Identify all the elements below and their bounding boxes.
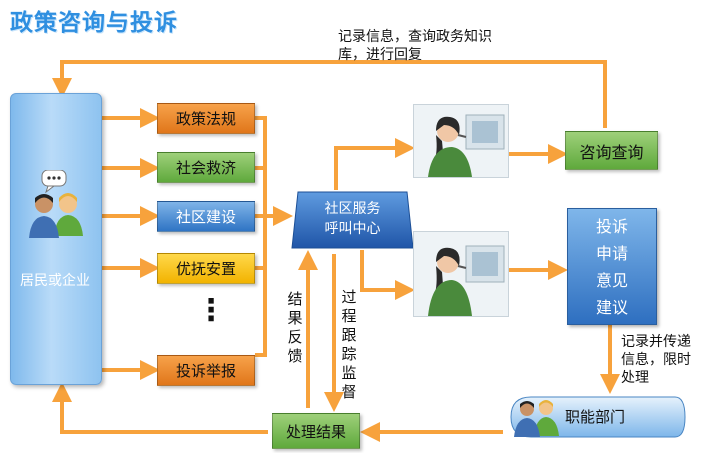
consult-box: 咨询查询: [565, 131, 658, 170]
tracking-char: 跟: [341, 326, 357, 344]
call-center-label: 社区服务 呼叫中心: [290, 199, 415, 239]
merge-bus: [255, 116, 267, 357]
agent-photo-icon: [428, 114, 505, 177]
tracking-char: 程: [341, 307, 357, 325]
page-title: 政策咨询与投诉: [10, 10, 178, 36]
resident-panel: [10, 93, 102, 385]
complaints-line-3: 意见: [595, 270, 628, 290]
agent-photo-bottom: [413, 231, 509, 317]
feedback-char: 结: [287, 290, 303, 308]
tracking-char: 督: [341, 383, 357, 401]
feedback-char: 馈: [287, 347, 303, 365]
complaints-box: 投诉 申请 意见 建议: [567, 208, 657, 325]
forward-note-line-3: 处理: [621, 370, 649, 386]
department-label: 职能部门: [565, 408, 626, 426]
complaints-line-2: 申请: [595, 243, 628, 263]
feedback-label: 结 果 反 馈: [286, 290, 304, 366]
arrow-to-agent-top: [334, 138, 415, 190]
complaints-line-4: 建议: [595, 297, 628, 317]
top-note-line-2: 库，进行回复: [338, 47, 422, 63]
category-policy: 政策法规: [157, 103, 255, 134]
top-note-line-1: 记录信息，查询政务知识: [338, 29, 492, 45]
resident-label: 居民或企业: [20, 273, 90, 289]
agent-photo-icon: [428, 245, 505, 316]
arrow-consult-to-resident: [52, 60, 607, 128]
top-note: 记录信息，查询政务知识 库，进行回复: [338, 28, 492, 64]
agent-photo-top: [413, 104, 509, 178]
call-center-line-1: 社区服务: [324, 201, 381, 217]
forward-note: 记录并传递 信息，限时 处理: [621, 333, 691, 387]
category-relief: 社会救济: [157, 152, 255, 183]
tracking-label: 过 程 跟 踪 监 督: [340, 288, 358, 402]
feedback-char: 果: [287, 309, 303, 327]
tracking-char: 踪: [341, 345, 357, 363]
tracking-char: 监: [341, 364, 357, 382]
complaints-line-1: 投诉: [595, 216, 628, 236]
department-people-icon: [514, 400, 559, 437]
arrow-result-to-resident: [52, 382, 268, 434]
tracking-char: 过: [341, 288, 357, 306]
forward-note-line-1: 记录并传递: [621, 334, 691, 350]
arrow-to-agent-bottom: [360, 250, 415, 300]
category-ellipsis: ⋮: [196, 293, 226, 328]
category-complaint: 投诉举报: [157, 355, 255, 386]
forward-note-line-2: 信息，限时: [621, 352, 691, 368]
feedback-char: 反: [287, 328, 303, 346]
people-icon: [29, 170, 83, 238]
category-community: 社区建设: [157, 201, 255, 232]
result-box: 处理结果: [272, 413, 360, 449]
category-veterans: 优抚安置: [157, 253, 255, 284]
call-center-line-2: 呼叫中心: [324, 221, 381, 237]
